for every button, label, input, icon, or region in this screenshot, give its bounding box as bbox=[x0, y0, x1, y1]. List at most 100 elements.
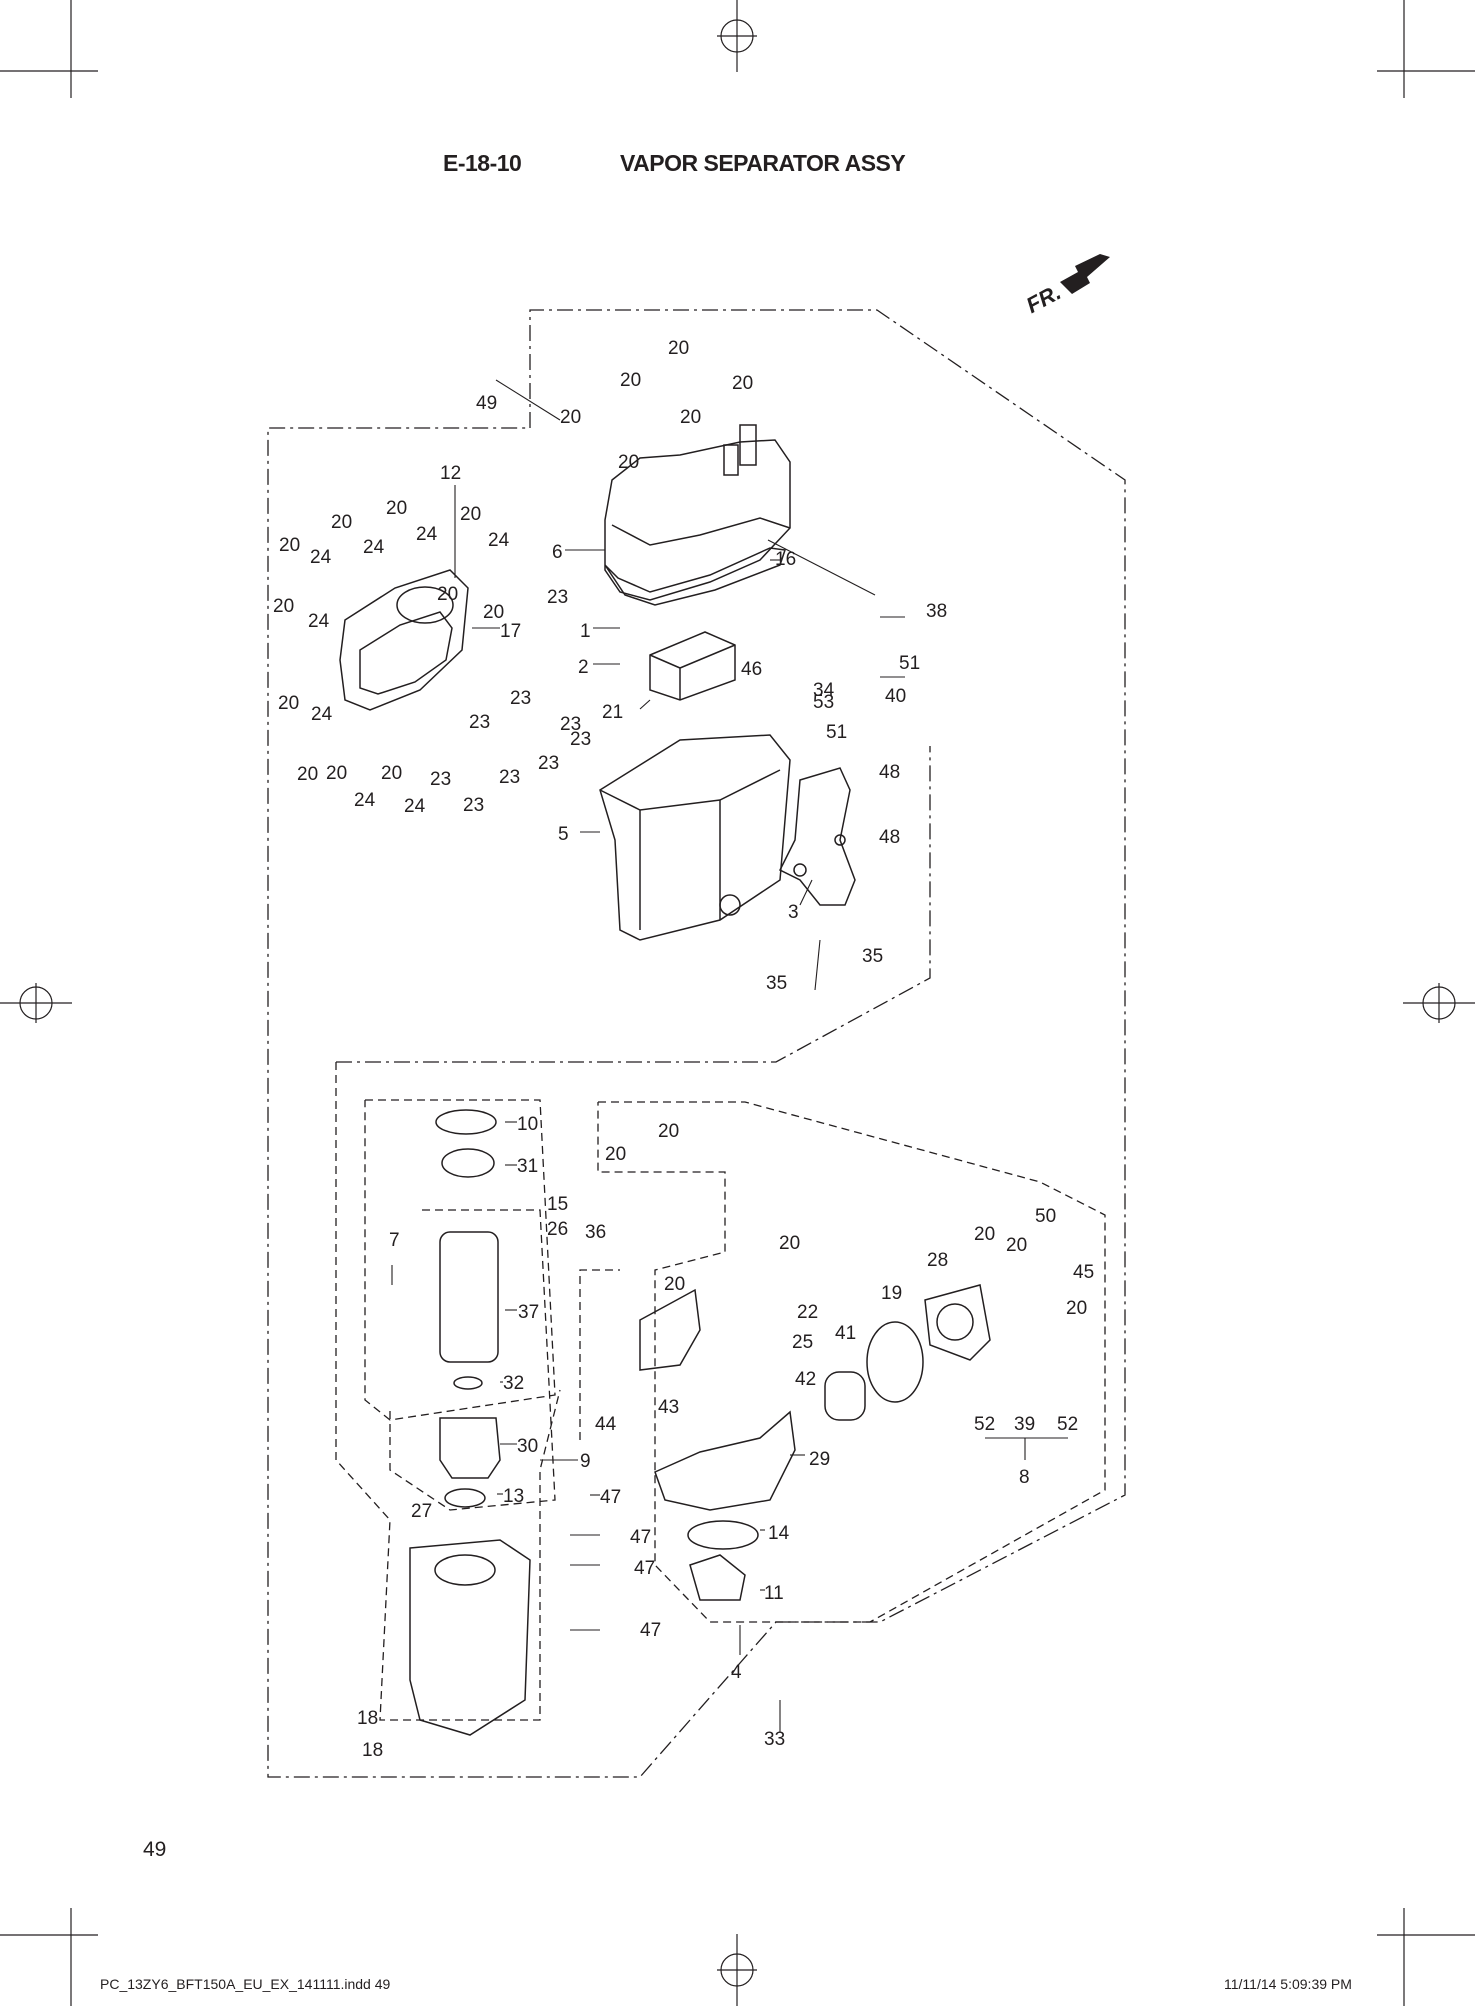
callout-20: 20 bbox=[974, 1224, 995, 1245]
callout-23: 23 bbox=[538, 753, 559, 774]
callout-14: 14 bbox=[768, 1523, 790, 1544]
callout-23: 23 bbox=[560, 714, 581, 735]
callout-24: 24 bbox=[488, 530, 510, 551]
filter-and-pump bbox=[409, 1109, 531, 1736]
callout-24: 24 bbox=[308, 611, 330, 632]
callout-20: 20 bbox=[605, 1144, 626, 1165]
callout-47a: 47 bbox=[600, 1487, 621, 1508]
callout-21: 21 bbox=[602, 702, 623, 723]
callout-46: 46 bbox=[741, 659, 762, 680]
callout-20: 20 bbox=[381, 763, 402, 784]
callout-6: 6 bbox=[552, 542, 563, 563]
callout-3: 3 bbox=[788, 902, 799, 923]
callout-12: 12 bbox=[440, 463, 461, 484]
callout-23: 23 bbox=[570, 729, 591, 750]
callout-20: 20 bbox=[732, 373, 753, 394]
callout-47c: 47 bbox=[634, 1558, 655, 1579]
callout-45: 45 bbox=[1073, 1262, 1094, 1283]
callout-20: 20 bbox=[273, 596, 294, 617]
callout-42: 42 bbox=[795, 1369, 816, 1390]
callout-38: 38 bbox=[926, 601, 947, 622]
callout-9: 9 bbox=[580, 1451, 591, 1472]
callout-24: 24 bbox=[416, 524, 438, 545]
callout-7: 7 bbox=[389, 1230, 400, 1251]
callout-34: 34 bbox=[813, 680, 835, 701]
cover-gasket bbox=[604, 547, 786, 606]
callout-20: 20 bbox=[386, 498, 407, 519]
callout-49: 49 bbox=[476, 393, 497, 414]
callout-24: 24 bbox=[310, 547, 332, 568]
fuel-pump-electronic-unit bbox=[649, 631, 736, 701]
callout-33: 33 bbox=[764, 1729, 785, 1750]
callout-22: 22 bbox=[797, 1302, 818, 1323]
callout-23: 23 bbox=[463, 795, 484, 816]
callout-20: 20 bbox=[326, 763, 347, 784]
callout-20: 20 bbox=[618, 452, 639, 473]
callout-20: 20 bbox=[664, 1274, 685, 1295]
callout-37: 37 bbox=[518, 1302, 539, 1323]
callout-20: 20 bbox=[779, 1233, 800, 1254]
callout-13: 13 bbox=[503, 1486, 524, 1507]
callout-20: 20 bbox=[437, 584, 458, 605]
front-indicator-label: FR. bbox=[1022, 279, 1065, 318]
callout-20: 20 bbox=[460, 504, 481, 525]
callout-36: 36 bbox=[585, 1222, 606, 1243]
pump-housing-right bbox=[639, 1284, 991, 1601]
callout-1: 1 bbox=[580, 621, 591, 642]
callout-20: 20 bbox=[331, 512, 352, 533]
callout-2: 2 bbox=[578, 657, 589, 678]
callout-26: 26 bbox=[547, 1219, 568, 1240]
callout-18b: 18 bbox=[362, 1740, 383, 1761]
callout-20: 20 bbox=[560, 407, 581, 428]
part-callouts: 1 2 3 4 5 6 7 8 9 10 11 12 13 14 15 16 1… bbox=[273, 338, 1094, 1761]
front-arrow-icon: FR. bbox=[1022, 254, 1110, 318]
callout-43: 43 bbox=[658, 1397, 679, 1418]
callout-20: 20 bbox=[278, 693, 299, 714]
callout-48a: 48 bbox=[879, 762, 900, 783]
callout-51b: 51 bbox=[826, 722, 847, 743]
callout-20: 20 bbox=[483, 602, 504, 623]
callout-20: 20 bbox=[658, 1121, 679, 1142]
callout-20: 20 bbox=[668, 338, 689, 359]
callout-20: 20 bbox=[1066, 1298, 1087, 1319]
section-code: E-18-10 bbox=[443, 150, 522, 176]
callout-23: 23 bbox=[469, 712, 490, 733]
callout-20: 20 bbox=[680, 407, 701, 428]
callout-23: 23 bbox=[510, 688, 531, 709]
callout-20: 20 bbox=[620, 370, 641, 391]
callout-20: 20 bbox=[279, 535, 300, 556]
page-title: VAPOR SEPARATOR ASSY bbox=[620, 150, 906, 176]
callout-23: 23 bbox=[430, 769, 451, 790]
callout-4: 4 bbox=[731, 1662, 742, 1683]
callout-23: 23 bbox=[499, 767, 520, 788]
bracket bbox=[778, 767, 856, 906]
callout-35a: 35 bbox=[862, 946, 883, 967]
callout-52a: 52 bbox=[974, 1414, 995, 1435]
callout-25: 25 bbox=[792, 1332, 813, 1353]
callout-44: 44 bbox=[595, 1414, 617, 1435]
callout-41: 41 bbox=[835, 1323, 856, 1344]
assembly-outlines bbox=[267, 309, 1126, 1778]
callout-24: 24 bbox=[311, 704, 333, 725]
callout-47d: 47 bbox=[640, 1620, 661, 1641]
callout-27: 27 bbox=[411, 1501, 432, 1522]
callout-24: 24 bbox=[404, 796, 426, 817]
callout-31: 31 bbox=[517, 1156, 538, 1177]
callout-17: 17 bbox=[500, 621, 521, 642]
callout-10: 10 bbox=[517, 1114, 538, 1135]
callout-20: 20 bbox=[1006, 1235, 1027, 1256]
callout-24: 24 bbox=[354, 790, 376, 811]
callout-24: 24 bbox=[363, 537, 385, 558]
callout-5: 5 bbox=[558, 824, 569, 845]
callout-11: 11 bbox=[764, 1583, 784, 1604]
callout-51a: 51 bbox=[899, 653, 920, 674]
callout-16: 16 bbox=[775, 549, 796, 570]
callout-28: 28 bbox=[927, 1250, 948, 1271]
callout-50: 50 bbox=[1035, 1206, 1056, 1227]
callout-53: 53 bbox=[813, 692, 834, 713]
callout-40: 40 bbox=[885, 686, 906, 707]
callout-52b: 52 bbox=[1057, 1414, 1078, 1435]
